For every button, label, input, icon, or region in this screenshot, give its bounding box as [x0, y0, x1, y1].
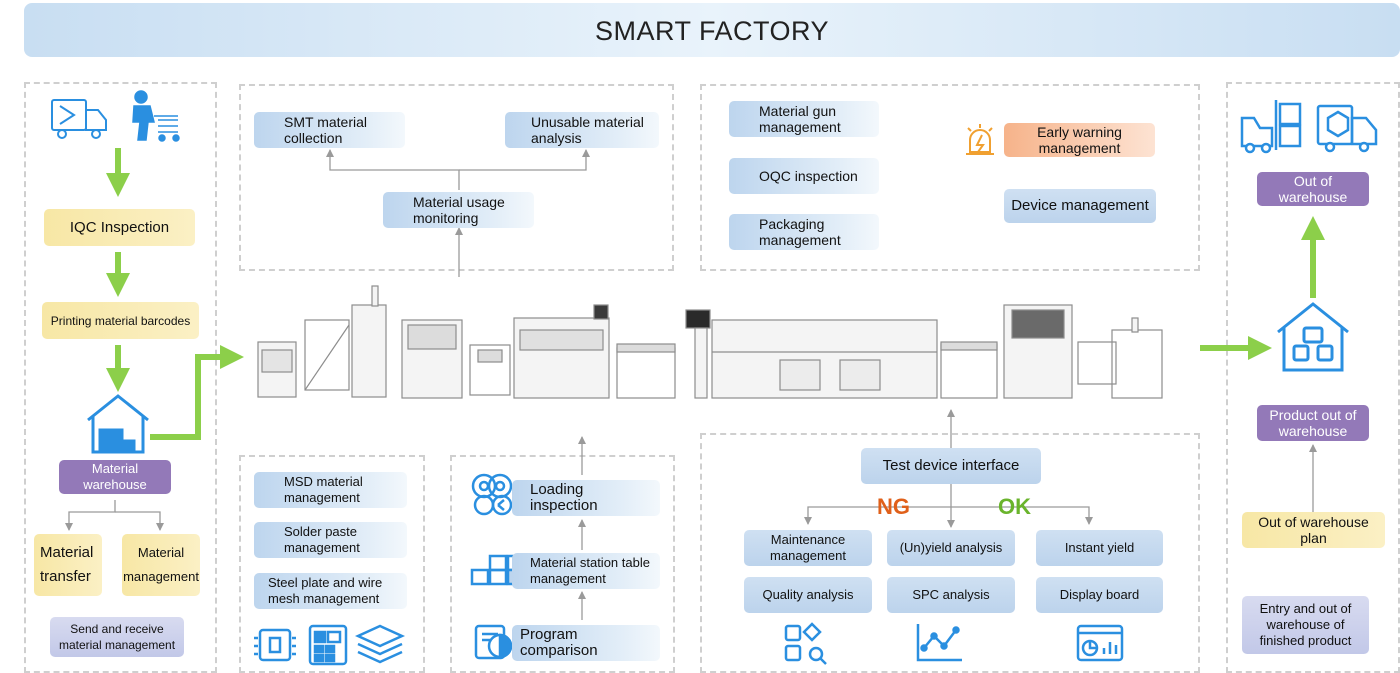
worker-cart-icon — [132, 90, 180, 142]
out-plan-box: Out of warehouse plan — [1242, 512, 1385, 548]
instant-yield-box: Instant yield — [1036, 530, 1163, 566]
out-plan-label: Out of warehouse plan — [1258, 514, 1369, 546]
reel-icon — [471, 473, 513, 516]
early-warning-label: Early warning management — [1037, 124, 1122, 156]
green-arrows-left — [106, 148, 1325, 440]
maintenance-box: Maintenance management — [744, 530, 872, 566]
spc-analysis-label: SPC analysis — [912, 587, 990, 602]
finished-product-label: Entry and out of warehouse of finished p… — [1259, 601, 1352, 648]
material-gun-label: Material gun management — [759, 103, 841, 135]
station-table-box: Material station table management — [512, 553, 660, 589]
device-management-label: Device management — [1011, 197, 1149, 214]
material-warehouse-box: Material warehouse — [59, 460, 171, 494]
station-table-label: Material station table management — [530, 555, 650, 586]
display-board-box: Display board — [1036, 577, 1163, 613]
steel-plate-box: Steel plate and wire mesh management — [254, 573, 407, 609]
usage-monitoring-box: Material usage monitoring — [383, 192, 534, 228]
component-board-icon — [308, 624, 348, 666]
dashboard-icon — [1076, 624, 1124, 662]
forklift-icon — [1240, 100, 1302, 154]
material-transfer-label: Material transfer — [40, 544, 94, 585]
panel-test — [700, 433, 1200, 673]
unyield-label: (Un)yield analysis — [899, 540, 1003, 555]
smt-collection-box: SMT material collection — [254, 112, 405, 148]
material-management-box: Material management — [122, 534, 200, 596]
page-title: SMART FACTORY — [594, 16, 830, 46]
oqc-inspection-box: OQC inspection — [729, 158, 879, 194]
grey-connectors — [65, 149, 1317, 620]
unusable-analysis-label: Unusable material analysis — [531, 114, 644, 146]
panel-incoming — [24, 82, 217, 673]
layers-icon — [354, 624, 406, 664]
production-line — [257, 285, 1163, 399]
program-comparison-box: Program comparison — [512, 625, 660, 661]
msd-box: MSD material management — [254, 472, 407, 508]
send-receive-label: Send and receive material management — [58, 622, 176, 652]
chip-icon — [254, 628, 296, 662]
panel-station — [450, 455, 675, 673]
quality-analysis-box: Quality analysis — [744, 577, 872, 613]
panel-usage — [239, 84, 674, 271]
product-out-label: Product out of warehouse — [1269, 407, 1357, 439]
line-chart-icon — [916, 624, 962, 662]
printing-barcodes-box: Printing material barcodes — [42, 302, 199, 339]
device-management-box: Device management — [1004, 189, 1156, 223]
out-of-warehouse-label: Out of warehouse — [1278, 173, 1348, 205]
test-interface-label: Test device interface — [882, 457, 1020, 474]
unusable-analysis-box: Unusable material analysis — [505, 112, 659, 148]
unyield-box: (Un)yield analysis — [887, 530, 1015, 566]
ng-label: NG — [877, 494, 910, 519]
printing-barcodes-label: Printing material barcodes — [50, 313, 191, 328]
panel-quality — [700, 84, 1200, 271]
material-warehouse-label: Material warehouse — [83, 461, 147, 492]
instant-yield-label: Instant yield — [1064, 540, 1135, 555]
program-doc-icon — [474, 624, 513, 660]
test-interface-box: Test device interface — [861, 448, 1041, 484]
warehouse-icon — [87, 394, 149, 454]
delivery-van-icon — [1316, 104, 1378, 153]
iqc-inspection-box: IQC Inspection — [44, 209, 195, 246]
header-banner: SMART FACTORY — [24, 3, 1400, 57]
packaging-label: Packaging management — [759, 216, 841, 248]
msd-label: MSD material management — [284, 474, 363, 505]
ok-label: OK — [998, 494, 1031, 519]
oqc-inspection-label: OQC inspection — [759, 168, 858, 184]
quality-analysis-label: Quality analysis — [762, 587, 854, 602]
out-of-warehouse-box: Out of warehouse — [1257, 172, 1369, 206]
packaging-box: Packaging management — [729, 214, 879, 250]
maintenance-label: Maintenance management — [770, 532, 846, 563]
product-out-box: Product out of warehouse — [1257, 405, 1369, 441]
usage-monitoring-label: Material usage monitoring — [413, 194, 505, 226]
loading-inspection-label: Loading inspection — [530, 481, 598, 514]
smt-collection-label: SMT material collection — [284, 114, 367, 146]
home-warehouse-icon — [1277, 302, 1349, 372]
iqc-inspection-label: IQC Inspection — [69, 218, 170, 236]
steel-plate-label: Steel plate and wire mesh management — [268, 575, 383, 606]
search-grid-icon — [784, 622, 827, 665]
warning-icon — [966, 124, 994, 155]
finished-product-box: Entry and out of warehouse of finished p… — [1242, 596, 1369, 654]
material-gun-box: Material gun management — [729, 101, 879, 137]
program-comparison-label: Program comparison — [520, 626, 598, 659]
spc-analysis-box: SPC analysis — [887, 577, 1015, 613]
truck-icon — [51, 99, 107, 139]
loading-inspection-box: Loading inspection — [512, 480, 660, 516]
display-board-label: Display board — [1059, 587, 1140, 602]
panel-materials — [239, 455, 425, 673]
material-management-label: Material management — [123, 545, 199, 584]
panel-outgoing — [1226, 82, 1400, 673]
solder-paste-label: Solder paste management — [284, 524, 360, 555]
material-transfer-box: Material transfer — [34, 534, 102, 596]
solder-paste-box: Solder paste management — [254, 522, 407, 558]
early-warning-box: Early warning management — [1004, 123, 1155, 157]
send-receive-box: Send and receive material management — [50, 617, 184, 657]
